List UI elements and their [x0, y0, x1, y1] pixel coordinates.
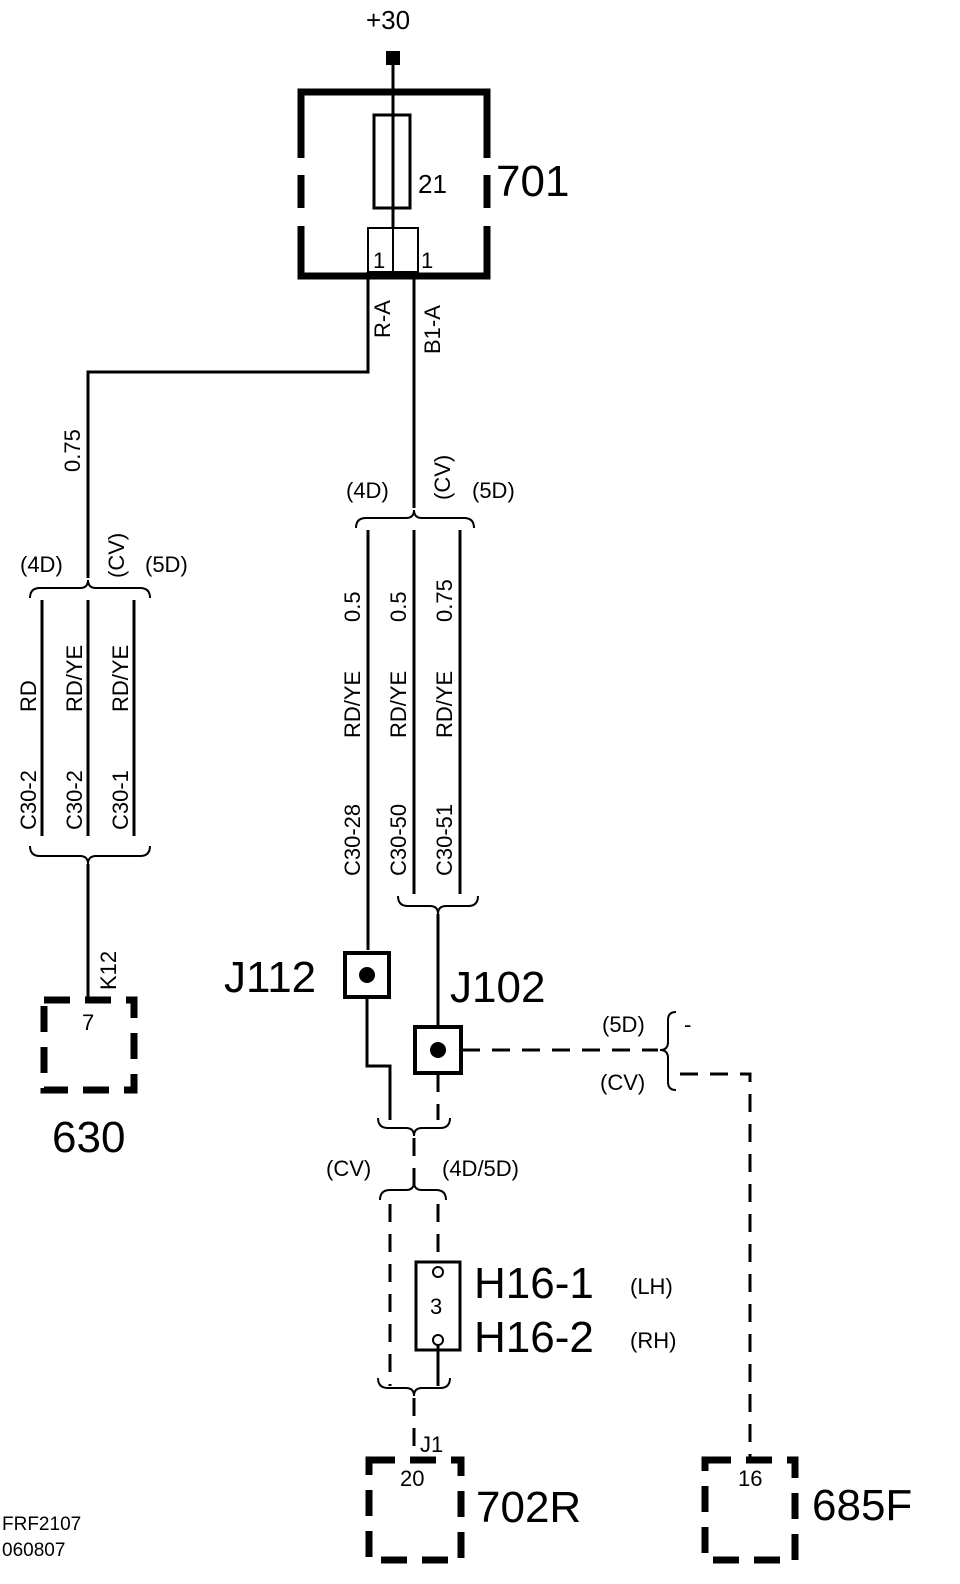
wire-label-b1-a: B1-A — [420, 305, 445, 354]
connector-630-id: 630 — [52, 1113, 125, 1162]
connector-702r: 20 702R — [365, 1456, 581, 1564]
right-brace — [659, 1011, 677, 1091]
supply-label: +30 — [366, 5, 410, 35]
right-variant-5d-value: - — [684, 1012, 691, 1037]
connector-685f: 16 685F — [701, 1456, 912, 1564]
center-wire-2-circuit: C30-50 — [386, 804, 411, 876]
component-h16-1-name: H16-1 — [474, 1259, 594, 1308]
component-h16-terminal-top — [432, 1266, 444, 1278]
center-wire-1-circuit: C30-28 — [340, 804, 365, 876]
center-wire-3-gauge: 0.75 — [432, 579, 457, 622]
connector-630-box — [40, 996, 138, 1094]
lower-top-brace — [377, 1117, 451, 1137]
lower-mid-brace — [379, 1181, 447, 1201]
component-h16-terminal-bottom — [432, 1334, 444, 1346]
footer-ref: FRF2107 — [2, 1514, 81, 1535]
junction-j112-dot — [359, 967, 375, 983]
center-top-brace — [355, 509, 475, 529]
fuse-box-id: 701 — [496, 157, 569, 206]
center-wire-1-color: RD/YE — [340, 671, 365, 738]
junction-j102-label: J102 — [450, 963, 545, 1012]
center-variant-cv: (CV) — [430, 455, 455, 500]
center-wire-2-gauge: 0.5 — [386, 591, 411, 622]
center-variant-4d: (4D) — [346, 478, 389, 503]
left-gauge: 0.75 — [60, 429, 85, 472]
fuse-box-outline — [297, 88, 491, 280]
lower-pin-label: J1 — [420, 1432, 443, 1457]
left-pin-label: K12 — [96, 951, 121, 990]
left-wire-2-circuit: C30-2 — [62, 770, 87, 830]
lower-variant-4d5d: (4D/5D) — [442, 1156, 519, 1181]
left-wire-3-circuit: C30-1 — [108, 770, 133, 830]
connector-685f-box — [701, 1456, 799, 1564]
left-wire-1-color: RD — [16, 680, 41, 712]
junction-j112: J112 — [224, 951, 391, 1002]
left-bottom-brace — [29, 845, 151, 865]
connector-702r-pin: 20 — [400, 1466, 424, 1491]
center-wire-3-circuit: C30-51 — [432, 804, 457, 876]
right-variant-5d: (5D) — [602, 1012, 645, 1037]
connector-702r-id: 702R — [476, 1483, 581, 1532]
junction-j102-dot — [430, 1042, 446, 1058]
connector-685f-id: 685F — [812, 1481, 912, 1530]
center-wire-3-color: RD/YE — [432, 671, 457, 738]
fuse-pin-left: 1 — [373, 248, 385, 273]
center-wire-1-gauge: 0.5 — [340, 591, 365, 622]
component-h16-2-name: H16-2 — [474, 1313, 594, 1362]
left-top-brace — [29, 579, 151, 599]
component-h16-pin: 3 — [430, 1294, 442, 1319]
center-variant-5d: (5D) — [472, 478, 515, 503]
connector-630: 7 630 — [40, 996, 138, 1162]
lower-variant-cv: (CV) — [326, 1156, 371, 1181]
left-variant-4d: (4D) — [20, 552, 63, 577]
fuse-box-701: 21 701 1 1 — [297, 88, 569, 280]
right-variant-cv: (CV) — [600, 1070, 645, 1095]
footer-date: 060807 — [2, 1540, 65, 1561]
left-variant-5d: (5D) — [145, 552, 188, 577]
left-variant-cv: (CV) — [104, 533, 129, 578]
component-h16-2-side: (RH) — [630, 1328, 676, 1353]
connector-685f-pin: 16 — [738, 1466, 762, 1491]
fuse-number: 21 — [418, 169, 447, 199]
fuse-pin-right: 1 — [421, 248, 433, 273]
center-wire-2-color: RD/YE — [386, 671, 411, 738]
junction-j102: J102 — [413, 963, 545, 1075]
connector-702r-box — [365, 1456, 465, 1564]
center-bottom-brace — [397, 895, 479, 915]
junction-j112-label: J112 — [224, 953, 316, 1002]
wire-label-r-a: R-A — [370, 300, 395, 338]
component-h16-1-side: (LH) — [630, 1274, 673, 1299]
left-wire-1-circuit: C30-2 — [16, 770, 41, 830]
component-h16: 3 H16-1 (LH) H16-2 (RH) — [414, 1259, 676, 1362]
left-wire-2-color: RD/YE — [62, 645, 87, 712]
lower-bottom-brace — [377, 1377, 451, 1397]
junction-j102-box — [413, 1025, 463, 1075]
connector-630-pin: 7 — [82, 1010, 94, 1035]
left-wire-3-color: RD/YE — [108, 645, 133, 712]
supply-terminal — [386, 51, 400, 65]
